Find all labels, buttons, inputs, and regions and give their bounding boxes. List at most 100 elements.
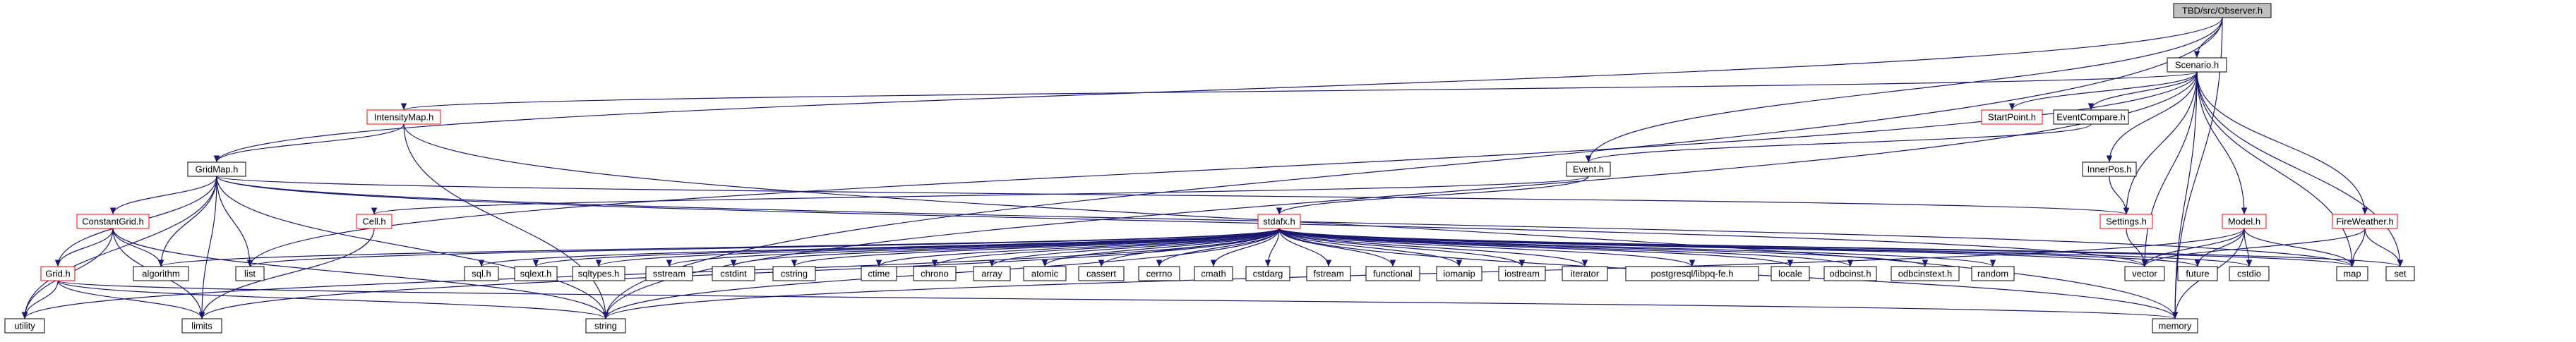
node-box xyxy=(514,266,558,281)
node-odbcinst-h[interactable]: odbcinst.h xyxy=(1823,266,1877,281)
node-startpoint-h[interactable]: StartPoint.h xyxy=(1981,109,2043,125)
node-box xyxy=(2229,266,2270,281)
edge-gridmap-h-to-utility xyxy=(21,176,217,319)
node-label: limits xyxy=(191,321,212,331)
node-box xyxy=(181,318,222,334)
node-event-h[interactable]: Event.h xyxy=(1566,161,1611,177)
node-limits[interactable]: limits xyxy=(181,318,222,334)
node-label: Cell.h xyxy=(362,216,385,227)
node-sql-h[interactable]: sql.h xyxy=(464,266,499,281)
node-fireweather-h[interactable]: FireWeather.h xyxy=(2332,214,2398,229)
node-eventcompare-h[interactable]: EventCompare.h xyxy=(2053,109,2129,125)
node-constantgrid-h[interactable]: ConstantGrid.h xyxy=(76,214,150,229)
node-atomic[interactable]: atomic xyxy=(1023,266,1067,281)
node-label: odbcinst.h xyxy=(1829,269,1871,279)
node-label: locale xyxy=(1778,269,1802,279)
node-postgresql-libpq-fe-h[interactable]: postgresql/libpq-fe.h xyxy=(1625,266,1759,281)
edge-scenario-h-to-startpoint-h xyxy=(2008,71,2198,111)
node-box xyxy=(2177,266,2218,281)
node-box xyxy=(1023,266,1067,281)
node-string[interactable]: string xyxy=(585,318,626,334)
edge-stdafx-h-to-fstream xyxy=(1278,228,1332,267)
node-label: array xyxy=(981,269,1002,279)
edge-gridmap-h-to-constantgrid-h xyxy=(109,176,217,215)
edge-observer-h-to-event-h xyxy=(1585,17,2223,163)
node-label: cassert xyxy=(1086,269,1116,279)
node-gridmap-h[interactable]: GridMap.h xyxy=(187,161,246,177)
node-cstdint[interactable]: cstdint xyxy=(712,266,755,281)
node-label: cerrno xyxy=(1146,269,1173,279)
node-box xyxy=(712,266,755,281)
node-future[interactable]: future xyxy=(2177,266,2218,281)
node-box xyxy=(1078,266,1125,281)
node-cstdarg[interactable]: cstdarg xyxy=(1245,266,1290,281)
node-box xyxy=(2385,266,2415,281)
node-cmath[interactable]: cmath xyxy=(1194,266,1233,281)
node-intensitymap-h[interactable]: IntensityMap.h xyxy=(366,109,441,125)
node-box xyxy=(1771,266,1810,281)
node-sqlext-h[interactable]: sqlext.h xyxy=(514,266,558,281)
edge-stdafx-h-to-cstdio xyxy=(1278,228,2252,267)
node-functional[interactable]: functional xyxy=(1365,266,1420,281)
node-box xyxy=(1971,266,2015,281)
node-list[interactable]: list xyxy=(235,266,265,281)
node-cerrno[interactable]: cerrno xyxy=(1138,266,1180,281)
node-cell-h[interactable]: Cell.h xyxy=(356,214,393,229)
node-observer-h[interactable]: TBD/src/Observer.h xyxy=(2173,3,2272,18)
node-locale[interactable]: locale xyxy=(1771,266,1810,281)
graph-nodes: TBD/src/Observer.hScenario.hIntensityMap… xyxy=(4,3,2415,334)
node-iostream[interactable]: iostream xyxy=(1498,266,1546,281)
node-label: stdafx.h xyxy=(1263,216,1295,227)
node-box xyxy=(645,266,693,281)
node-vector[interactable]: vector xyxy=(2124,266,2165,281)
node-iterator[interactable]: iterator xyxy=(1562,266,1608,281)
node-random[interactable]: random xyxy=(1971,266,2015,281)
node-scenario-h[interactable]: Scenario.h xyxy=(2167,57,2227,73)
node-settings-h[interactable]: Settings.h xyxy=(2099,214,2153,229)
node-box xyxy=(2099,214,2153,229)
node-label: StartPoint.h xyxy=(1988,112,2036,123)
node-cassert[interactable]: cassert xyxy=(1078,266,1125,281)
edge-event-h-to-cell-h xyxy=(371,176,1589,215)
edge-scenario-h-to-vector xyxy=(2141,71,2198,267)
edge-gridmap-h-to-limits xyxy=(198,176,217,319)
node-box xyxy=(1194,266,1233,281)
node-memory[interactable]: memory xyxy=(2152,318,2198,334)
edge-stdafx-h-to-postgresql-libpq-fe-h xyxy=(1278,228,1696,267)
node-sstream[interactable]: sstream xyxy=(645,266,693,281)
node-chrono[interactable]: chrono xyxy=(913,266,957,281)
node-label: GridMap.h xyxy=(196,164,239,175)
edge-stdafx-h-to-iostream xyxy=(1278,228,1526,267)
node-cstring[interactable]: cstring xyxy=(772,266,816,281)
node-iomanip[interactable]: iomanip xyxy=(1436,266,1482,281)
node-stdafx-h[interactable]: stdafx.h xyxy=(1257,214,1301,229)
node-box xyxy=(1257,214,1301,229)
node-label: iomanip xyxy=(1443,269,1475,279)
node-map[interactable]: map xyxy=(2336,266,2368,281)
node-set[interactable]: set xyxy=(2385,266,2415,281)
edge-fireweather-h-to-set xyxy=(2364,228,2404,267)
node-label: fstream xyxy=(1313,269,1343,279)
edge-model-h-to-vector xyxy=(2141,228,2245,267)
node-innerpos-h[interactable]: InnerPos.h xyxy=(2082,161,2137,177)
edge-stdafx-h-to-sqlext-h xyxy=(533,228,1280,267)
node-ctime[interactable]: ctime xyxy=(861,266,897,281)
node-grid-h[interactable]: Grid.h xyxy=(40,266,76,281)
edge-grid-h-to-memory xyxy=(57,280,2178,319)
node-box xyxy=(133,266,189,281)
node-utility[interactable]: utility xyxy=(4,318,45,334)
node-algorithm[interactable]: algorithm xyxy=(133,266,189,281)
node-sqltypes-h[interactable]: sqltypes.h xyxy=(572,266,625,281)
node-box xyxy=(772,266,816,281)
node-cstdio[interactable]: cstdio xyxy=(2229,266,2270,281)
edge-scenario-h-to-eventcompare-h xyxy=(2087,71,2198,111)
node-box xyxy=(76,214,150,229)
node-label: ConstantGrid.h xyxy=(82,216,143,227)
node-array[interactable]: array xyxy=(973,266,1011,281)
node-box xyxy=(1306,266,1351,281)
node-label: chrono xyxy=(921,269,949,279)
node-odbcinstext-h[interactable]: odbcinstext.h xyxy=(1891,266,1960,281)
node-model-h[interactable]: Model.h xyxy=(2222,214,2267,229)
node-fstream[interactable]: fstream xyxy=(1306,266,1351,281)
